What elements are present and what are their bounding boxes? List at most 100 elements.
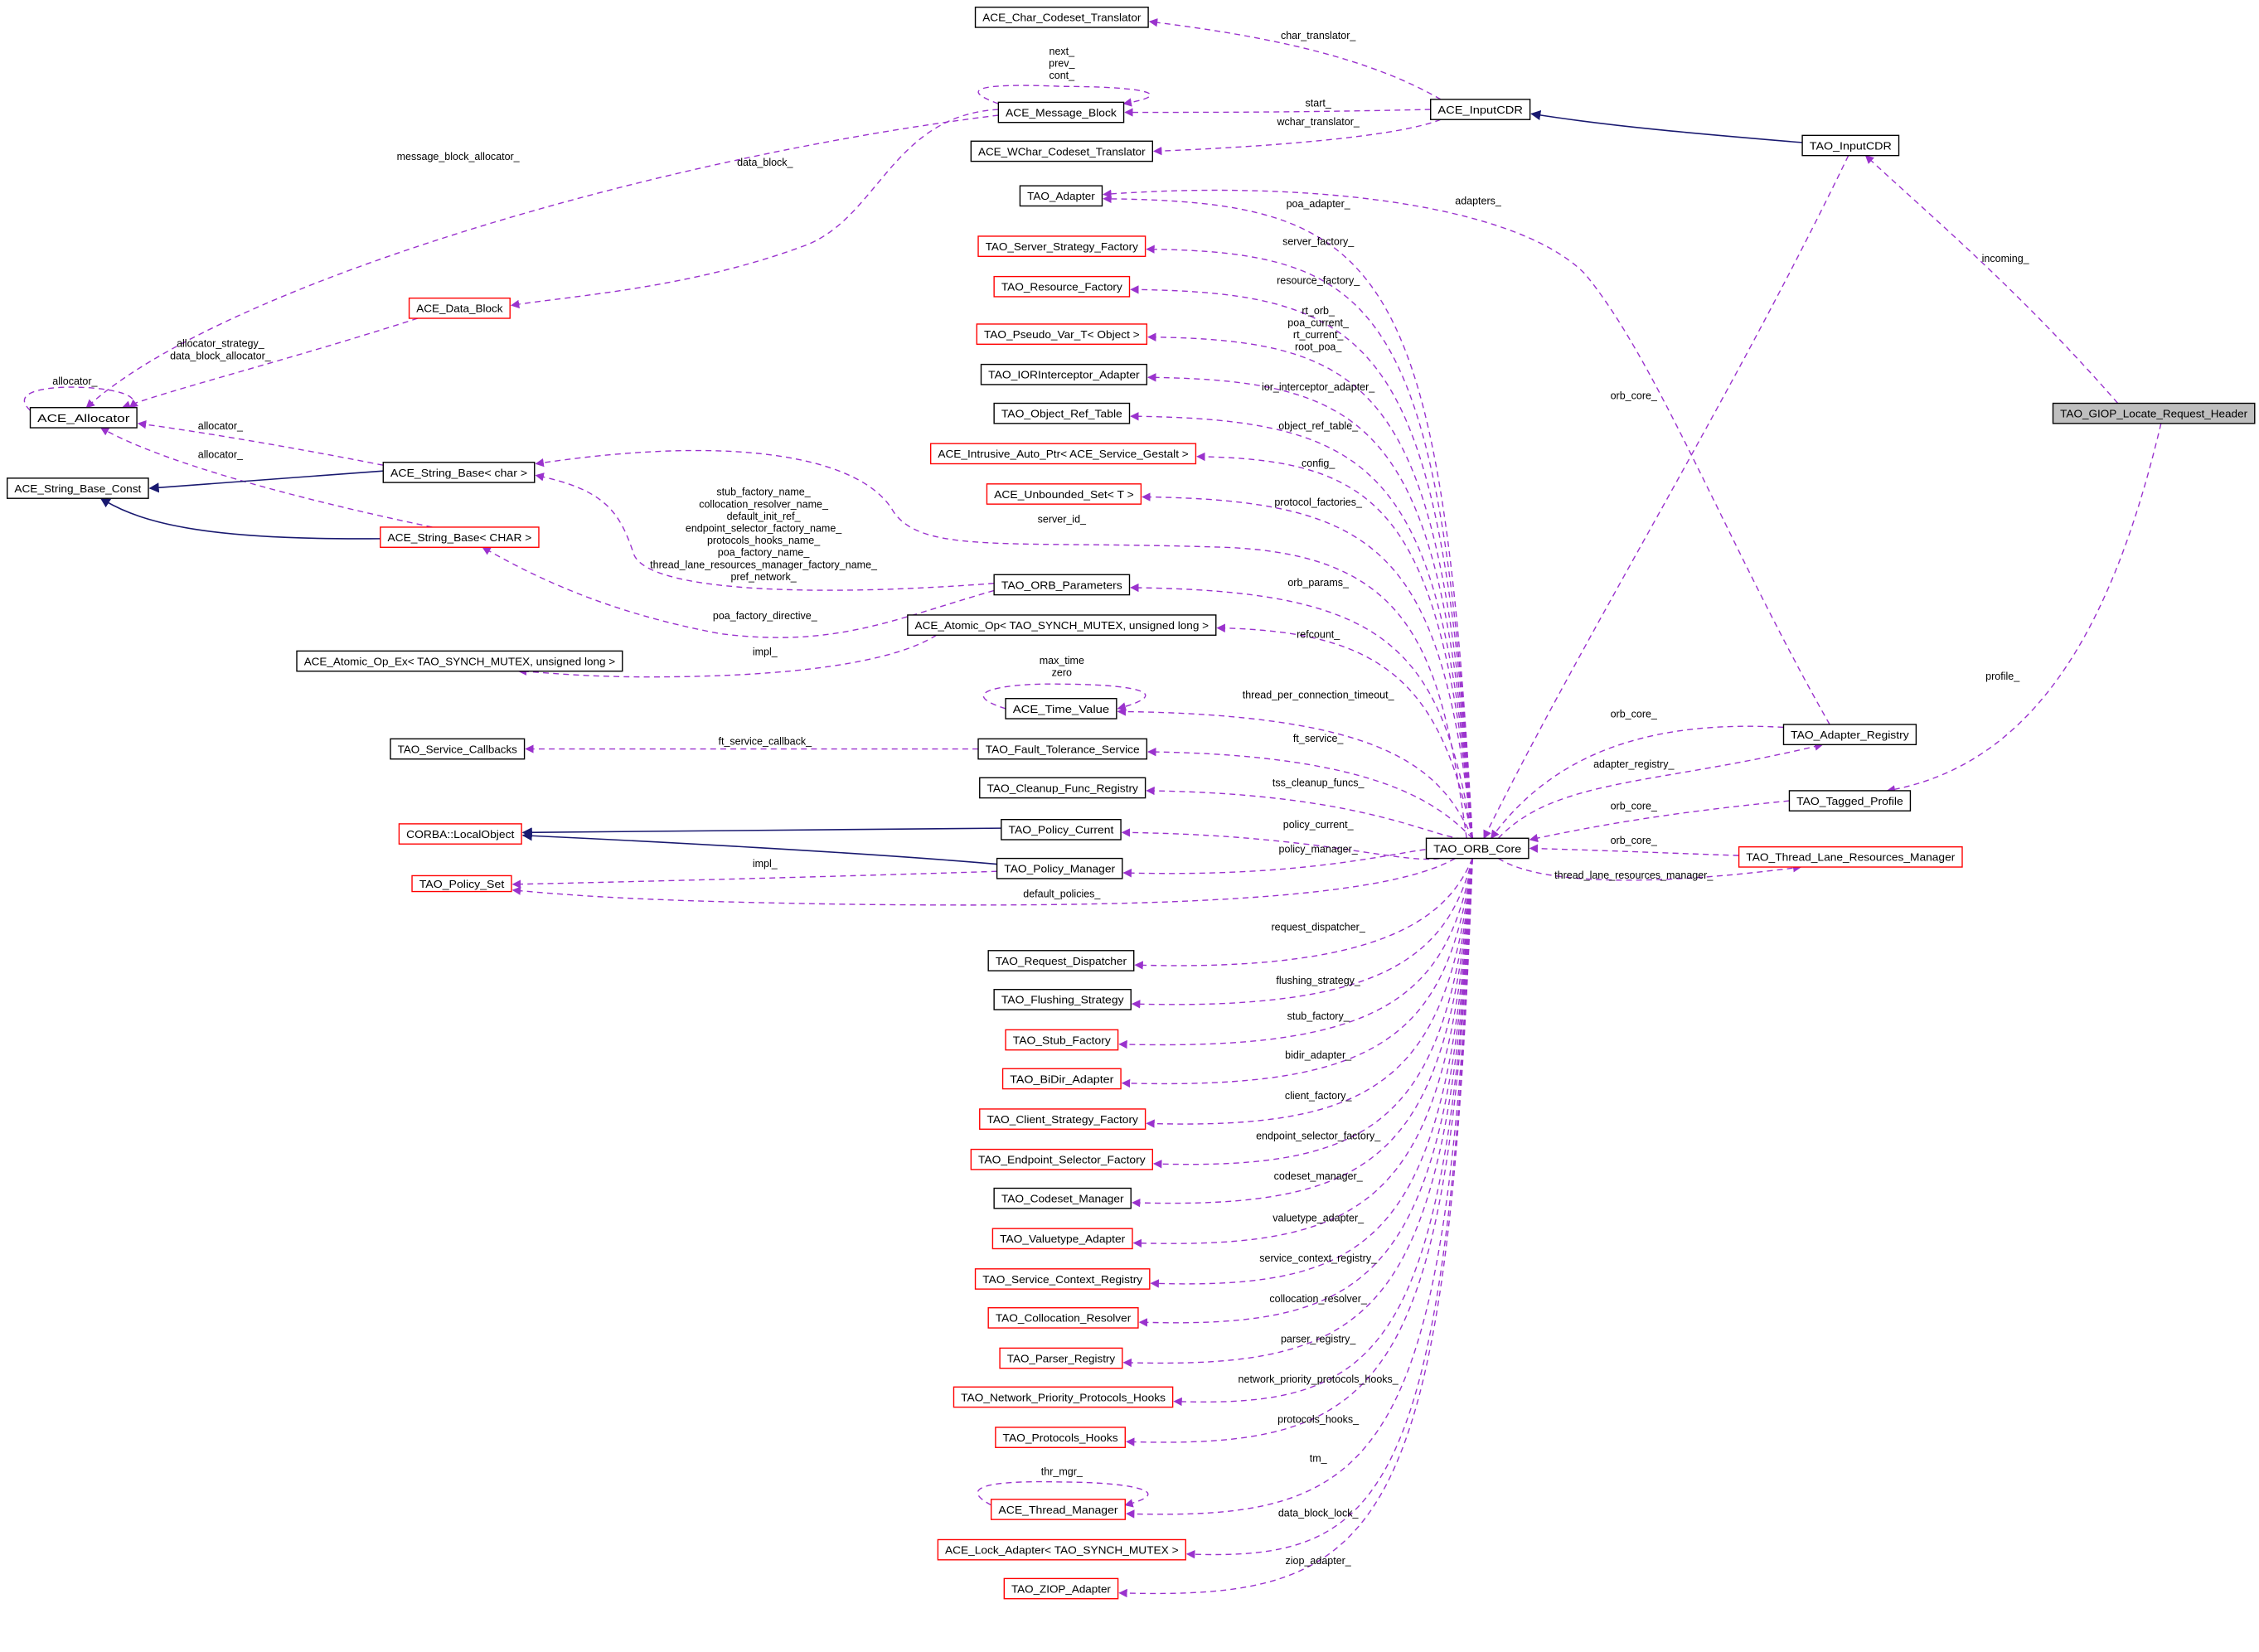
class-node-tao-tagged-profile[interactable]: TAO_Tagged_Profile	[1788, 790, 1912, 811]
class-node-box[interactable]	[979, 1108, 1146, 1130]
class-node-box[interactable]	[980, 363, 1148, 385]
class-node-box[interactable]	[1005, 1029, 1119, 1051]
class-node-box[interactable]	[398, 823, 522, 845]
class-node-tao-flushing-strategy[interactable]: TAO_Flushing_Strategy	[993, 989, 1132, 1010]
class-node-tao-endpoint-selector-factory[interactable]: TAO_Endpoint_Selector_Factory	[970, 1148, 1154, 1170]
class-node-box[interactable]	[974, 6, 1149, 28]
class-node-tao-giop-locate-request-header[interactable]: TAO_GIOP_Locate_Request_Header	[2052, 402, 2256, 424]
class-node-box[interactable]	[979, 777, 1146, 799]
class-node-ace-thread-manager[interactable]: ACE_Thread_Manager	[990, 1499, 1126, 1520]
class-node-box[interactable]	[996, 857, 1123, 879]
class-node-box[interactable]	[977, 738, 1148, 760]
class-node-tao-service-callbacks[interactable]: TAO_Service_Callbacks	[390, 738, 526, 760]
class-node-box[interactable]	[986, 483, 1142, 505]
class-node-ace-time-value[interactable]: ACE_Time_Value	[1005, 698, 1117, 719]
class-node-tao-orb-core[interactable]: TAO_ORB_Core	[1425, 837, 1529, 860]
class-node-ace-string-base-char[interactable]: ACE_String_Base< CHAR >	[380, 526, 540, 548]
class-node-ace-atomic-op-ex-tao-synch-mutex-unsigned-long[interactable]: ACE_Atomic_Op_Ex< TAO_SYNCH_MUTEX, unsig…	[296, 650, 623, 672]
class-node-tao-policy-current[interactable]: TAO_Policy_Current	[1001, 818, 1122, 841]
class-node-box[interactable]	[1738, 845, 1963, 868]
class-node-tao-ziop-adapter[interactable]: TAO_ZIOP_Adapter	[1003, 1577, 1119, 1600]
class-node-box[interactable]	[977, 235, 1146, 257]
class-node-box[interactable]	[29, 407, 138, 429]
class-node-ace-inputcdr[interactable]: ACE_InputCDR	[1430, 99, 1531, 120]
class-node-tao-thread-lane-resources-manager[interactable]: TAO_Thread_Lane_Resources_Manager	[1738, 845, 1963, 868]
class-node-tao-adapter-registry[interactable]: TAO_Adapter_Registry	[1782, 724, 1917, 746]
class-node-tao-parser-registry[interactable]: TAO_Parser_Registry	[999, 1347, 1123, 1369]
class-node-tao-object-ref-table[interactable]: TAO_Object_Ref_Table	[993, 402, 1131, 424]
class-node-box[interactable]	[408, 297, 511, 319]
class-node-box[interactable]	[390, 738, 526, 760]
class-node-ace-string-base-const[interactable]: ACE_String_Base_Const	[6, 477, 149, 499]
class-node-box[interactable]	[380, 526, 540, 548]
class-node-box[interactable]	[1801, 134, 1900, 157]
class-node-tao-request-dispatcher[interactable]: TAO_Request_Dispatcher	[987, 950, 1135, 971]
class-node-box[interactable]	[976, 323, 1148, 345]
class-node-box[interactable]	[1425, 837, 1529, 860]
class-node-tao-pseudo-var-t-object[interactable]: TAO_Pseudo_Var_T< Object >	[976, 323, 1148, 345]
class-node-box[interactable]	[993, 402, 1131, 424]
class-node-tao-client-strategy-factory[interactable]: TAO_Client_Strategy_Factory	[979, 1108, 1146, 1130]
class-node-tao-policy-set[interactable]: TAO_Policy_Set	[411, 874, 512, 893]
class-node-ace-char-codeset-translator[interactable]: ACE_Char_Codeset_Translator	[974, 6, 1149, 28]
class-node-tao-adapter[interactable]: TAO_Adapter	[1019, 185, 1103, 207]
class-node-box[interactable]	[990, 1499, 1126, 1520]
class-node-ace-lock-adapter-tao-synch-mutex[interactable]: ACE_Lock_Adapter< TAO_SYNCH_MUTEX >	[937, 1538, 1186, 1561]
class-node-box[interactable]	[1788, 790, 1912, 811]
class-node-box[interactable]	[937, 1538, 1186, 1561]
class-node-box[interactable]	[993, 989, 1132, 1010]
class-node-ace-data-block[interactable]: ACE_Data_Block	[408, 297, 511, 319]
class-node-box[interactable]	[1001, 1068, 1122, 1090]
class-node-box[interactable]	[1003, 1577, 1119, 1600]
class-node-ace-message-block[interactable]: ACE_Message_Block	[997, 101, 1125, 124]
class-node-box[interactable]	[296, 650, 623, 672]
class-node-box[interactable]	[987, 1307, 1139, 1329]
class-node-ace-string-base-char[interactable]: ACE_String_Base< char >	[382, 462, 536, 483]
class-node-ace-unbounded-set-t[interactable]: ACE_Unbounded_Set< T >	[986, 483, 1142, 505]
class-node-box[interactable]	[907, 614, 1217, 636]
class-node-box[interactable]	[929, 443, 1197, 465]
class-node-box[interactable]	[999, 1347, 1123, 1369]
class-node-tao-inputcdr[interactable]: TAO_InputCDR	[1801, 134, 1900, 157]
class-node-box[interactable]	[987, 950, 1135, 971]
class-node-box[interactable]	[1430, 99, 1531, 120]
class-node-box[interactable]	[970, 1148, 1154, 1170]
class-node-tao-policy-manager[interactable]: TAO_Policy_Manager	[996, 857, 1123, 879]
class-node-box[interactable]	[974, 1268, 1151, 1290]
class-node-box[interactable]	[1782, 724, 1917, 746]
class-node-ace-intrusive-auto-ptr-ace-service-gestalt[interactable]: ACE_Intrusive_Auto_Ptr< ACE_Service_Gest…	[929, 443, 1197, 465]
class-node-box[interactable]	[993, 574, 1131, 596]
class-node-box[interactable]	[1001, 818, 1122, 841]
class-node-box[interactable]	[991, 1228, 1133, 1250]
class-node-tao-resource-factory[interactable]: TAO_Resource_Factory	[993, 275, 1131, 298]
class-node-tao-cleanup-func-registry[interactable]: TAO_Cleanup_Func_Registry	[979, 777, 1146, 799]
class-node-box[interactable]	[993, 275, 1131, 298]
class-node-tao-service-context-registry[interactable]: TAO_Service_Context_Registry	[974, 1268, 1151, 1290]
class-node-box[interactable]	[995, 1427, 1126, 1448]
class-node-tao-codeset-manager[interactable]: TAO_Codeset_Manager	[993, 1187, 1132, 1209]
class-node-tao-iorinterceptor-adapter[interactable]: TAO_IORInterceptor_Adapter	[980, 363, 1148, 385]
class-node-corba-localobject[interactable]: CORBA::LocalObject	[398, 823, 522, 845]
class-node-box[interactable]	[1005, 698, 1117, 719]
class-node-ace-wchar-codeset-translator[interactable]: ACE_WChar_Codeset_Translator	[970, 140, 1154, 162]
class-node-box[interactable]	[411, 874, 512, 893]
class-node-tao-protocols-hooks[interactable]: TAO_Protocols_Hooks	[995, 1427, 1126, 1448]
class-node-tao-fault-tolerance-service[interactable]: TAO_Fault_Tolerance_Service	[977, 738, 1148, 760]
class-node-tao-bidir-adapter[interactable]: TAO_BiDir_Adapter	[1001, 1068, 1122, 1090]
class-node-box[interactable]	[997, 101, 1125, 124]
class-node-tao-server-strategy-factory[interactable]: TAO_Server_Strategy_Factory	[977, 235, 1146, 257]
class-node-box[interactable]	[1019, 185, 1103, 207]
class-node-tao-stub-factory[interactable]: TAO_Stub_Factory	[1005, 1029, 1119, 1051]
class-node-box[interactable]	[382, 462, 536, 483]
class-node-tao-network-priority-protocols-hooks[interactable]: TAO_Network_Priority_Protocols_Hooks	[953, 1386, 1174, 1408]
class-node-box[interactable]	[953, 1386, 1174, 1408]
class-node-box[interactable]	[993, 1187, 1132, 1209]
class-node-box[interactable]	[2052, 402, 2256, 424]
class-node-tao-orb-parameters[interactable]: TAO_ORB_Parameters	[993, 574, 1131, 596]
class-node-tao-collocation-resolver[interactable]: TAO_Collocation_Resolver	[987, 1307, 1139, 1329]
class-node-tao-valuetype-adapter[interactable]: TAO_Valuetype_Adapter	[991, 1228, 1133, 1250]
class-node-ace-atomic-op-tao-synch-mutex-unsigned-long[interactable]: ACE_Atomic_Op< TAO_SYNCH_MUTEX, unsigned…	[907, 614, 1217, 636]
class-node-ace-allocator[interactable]: ACE_Allocator	[29, 407, 138, 429]
class-node-box[interactable]	[970, 140, 1154, 162]
class-node-box[interactable]	[6, 477, 149, 499]
